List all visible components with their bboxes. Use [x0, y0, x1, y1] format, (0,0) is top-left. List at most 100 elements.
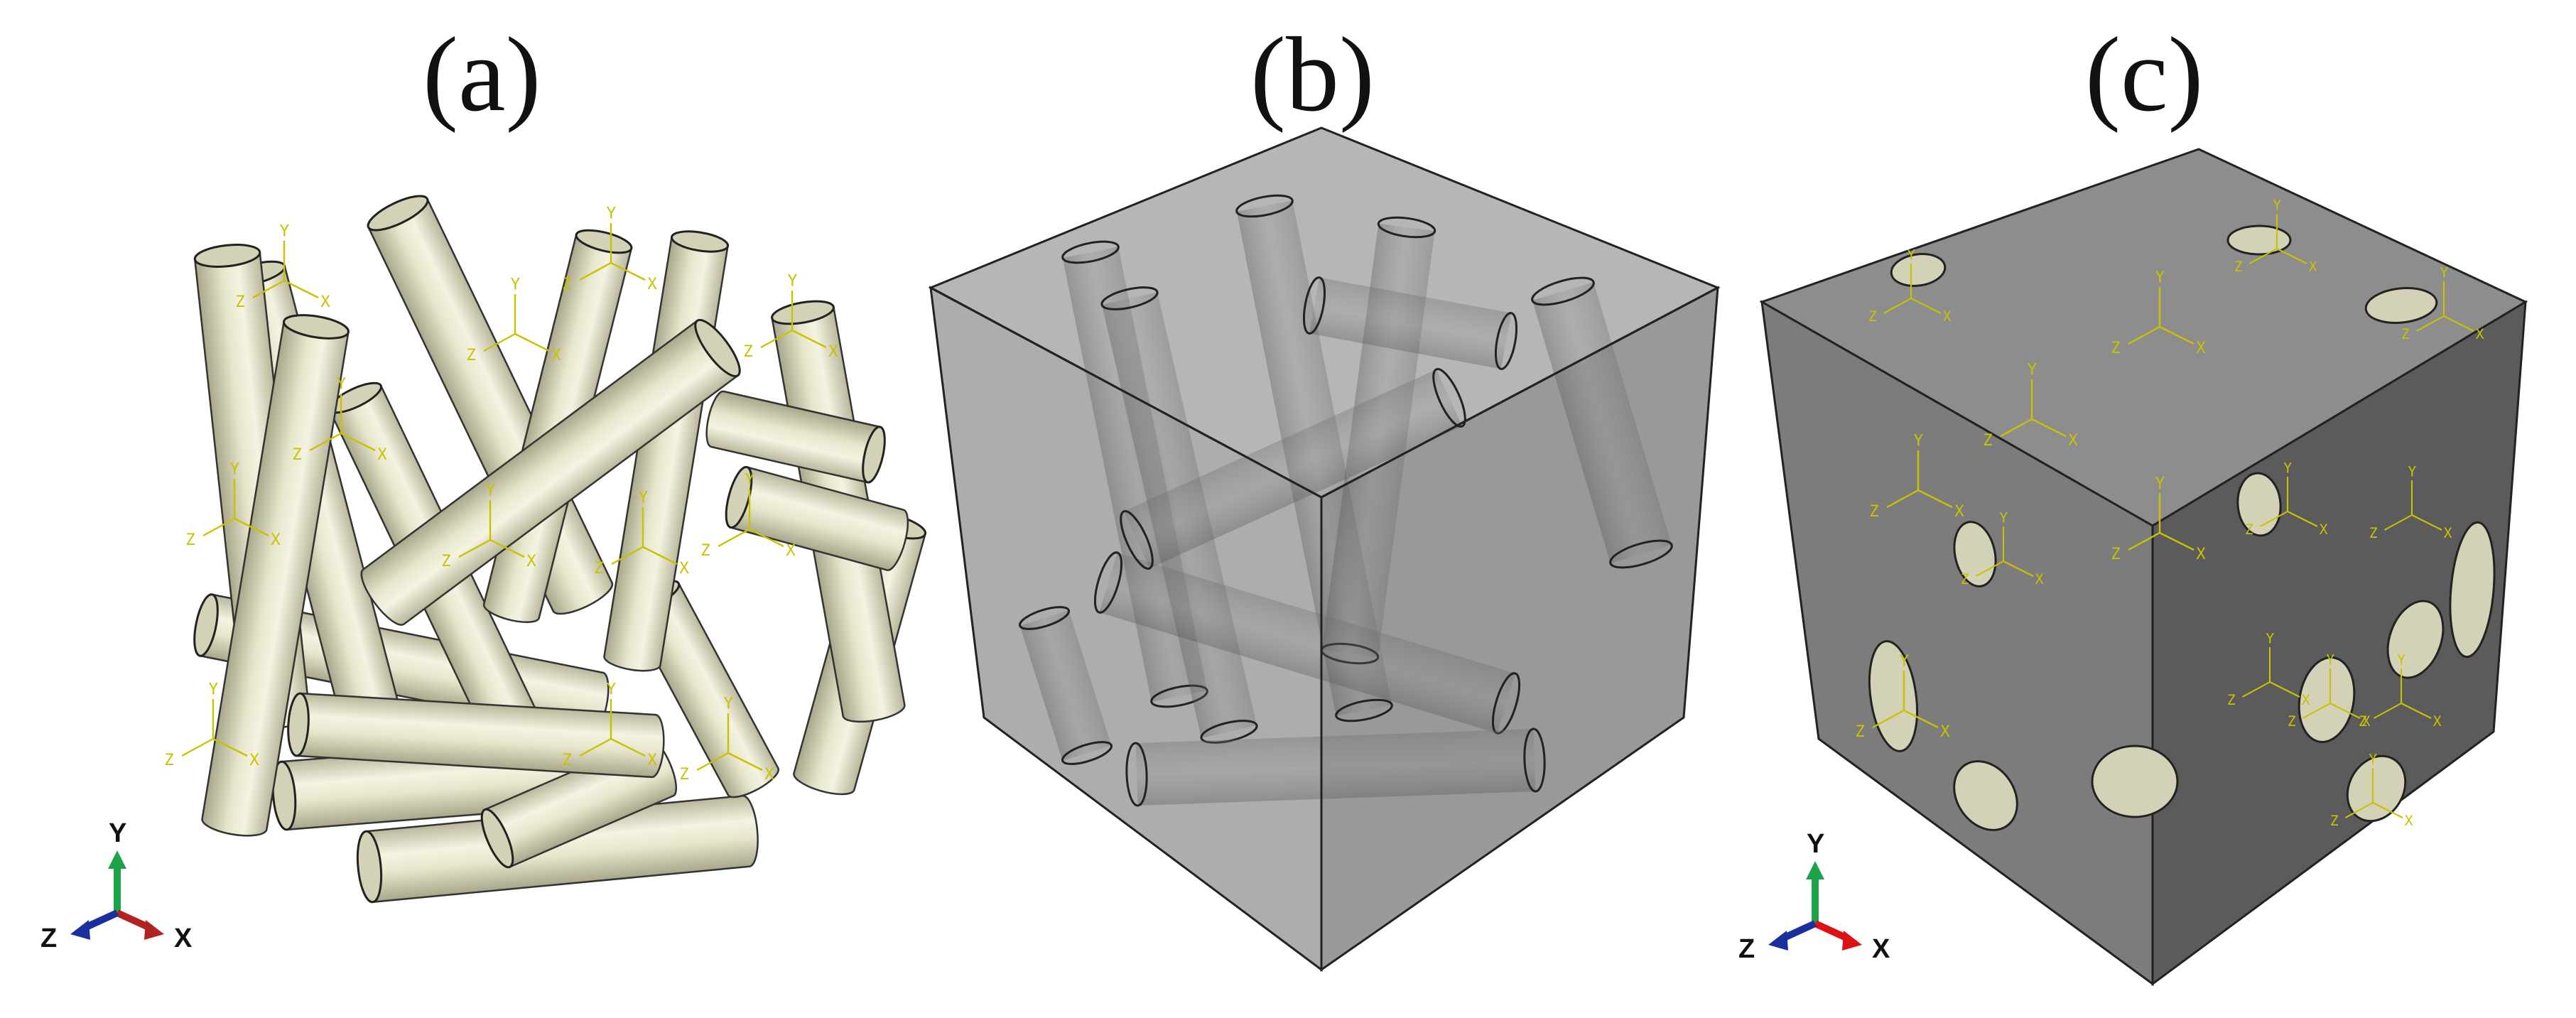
panel-label-a: (a) — [423, 16, 541, 134]
csys-label-x: X — [320, 293, 330, 311]
local-csys-icon: YXZ — [292, 375, 387, 464]
local-csys-icon: YXZ — [164, 681, 259, 769]
local-csys-icon: YXZ — [2330, 751, 2413, 829]
csys-label-z: Z — [1868, 308, 1877, 325]
csys-label-z: Z — [1961, 571, 1969, 587]
csys-label-y: Y — [1900, 652, 1910, 671]
csys-label-y: Y — [2408, 463, 2416, 480]
csys-label-y: Y — [2028, 361, 2037, 379]
csys-label-y: Y — [230, 460, 240, 479]
csys-label-z: Z — [441, 552, 450, 570]
local-csys-icon: YXZ — [2234, 197, 2317, 275]
fiber-end — [1100, 286, 1159, 310]
csys-label-y: Y — [788, 272, 798, 291]
csys-label-y: Y — [607, 205, 617, 223]
csys-label-x: X — [551, 346, 561, 364]
csys-label-x: X — [647, 751, 657, 769]
csys-label-y: Y — [280, 222, 290, 241]
csys-label-z: Z — [562, 275, 571, 293]
fiber-cylinder — [1125, 727, 1546, 807]
fiber-end — [193, 244, 261, 268]
cube-b-top-left-edge — [930, 286, 1322, 499]
local-csys-icon: YXZ — [2401, 264, 2484, 342]
csys-label-x: X — [1943, 308, 1952, 325]
csys-label-z: Z — [2234, 259, 2243, 275]
csys-label-y: Y — [486, 482, 496, 500]
csys-label-y: Y — [607, 681, 617, 699]
local-csys-icon: YXZ — [2288, 651, 2371, 730]
csys-label-z: Z — [743, 342, 752, 361]
fiber-end — [670, 230, 730, 253]
csys-label-z: Z — [2359, 713, 2367, 730]
csys-label-x: X — [2433, 713, 2442, 730]
local-csys-icon: YXZ — [2359, 651, 2442, 730]
triad-a: Y X Z — [40, 818, 193, 953]
csys-label-y: Y — [1907, 247, 1915, 263]
csys-label-x: X — [377, 445, 387, 464]
fiber-body — [364, 794, 759, 904]
csys-label-y: Y — [209, 681, 219, 699]
fiber-body — [1309, 277, 1512, 369]
panel-label-c: (c) — [2085, 16, 2204, 134]
csys-label-x: X — [764, 765, 774, 784]
fiber-end — [1061, 240, 1120, 264]
fiber-body — [1135, 729, 1536, 806]
fiber-end — [271, 760, 297, 831]
csys-label-z: Z — [2330, 813, 2339, 829]
fiber-end — [694, 318, 741, 378]
fiber-cross-section — [2226, 224, 2292, 256]
fiber-body — [729, 466, 909, 571]
csys-label-x: X — [2362, 713, 2371, 730]
triad-label-z: Z — [1738, 934, 1755, 964]
fiber-cross-section — [1953, 521, 1997, 587]
triad-z-arrow-icon — [70, 920, 90, 940]
fiber-cylinder — [1302, 276, 1518, 370]
fiber-end — [1432, 368, 1466, 428]
local-csys-icon: YXZ — [743, 272, 838, 361]
fiber-cross-section — [1890, 253, 1947, 287]
triad-label-x: X — [1872, 934, 1890, 964]
csys-label-z: Z — [1983, 431, 1992, 450]
fiber-end — [193, 593, 219, 657]
fiber-body — [1532, 282, 1672, 563]
cube-c-right-face — [2151, 300, 2527, 986]
local-csys-icon: YXZ — [2227, 630, 2310, 708]
local-csys-icon: YXZ — [594, 489, 689, 578]
csys-label-y: Y — [2369, 751, 2377, 767]
fiber-cross-section — [2091, 744, 2179, 818]
fiber-end — [1335, 698, 1393, 722]
local-csys-icon: YXZ — [466, 276, 561, 364]
fiber-cross-section — [1868, 640, 1918, 752]
csys-label-x: X — [526, 552, 536, 570]
fiber-cylinder — [287, 692, 665, 779]
triad-label-y: Y — [109, 818, 126, 848]
fiber-end — [1235, 194, 1294, 218]
csys-label-x: X — [2196, 545, 2206, 563]
fiber-cross-section — [2298, 656, 2356, 743]
csys-label-y: Y — [1914, 432, 1924, 450]
fiber-end — [367, 195, 429, 232]
csys-label-y: Y — [511, 276, 521, 294]
csys-label-z: Z — [2369, 525, 2378, 541]
triad-y-arrow-icon — [108, 850, 126, 869]
csys-label-z: Z — [700, 541, 710, 560]
local-csys-icon: YXZ — [2369, 463, 2452, 541]
fiber-end — [1018, 606, 1071, 630]
csys-label-x: X — [2068, 431, 2078, 450]
csys-label-z: Z — [1869, 502, 1878, 521]
fiber-cylinder — [1120, 368, 1466, 570]
fiber-end — [1494, 312, 1518, 370]
fiber-cylinder — [1018, 606, 1113, 765]
csys-label-x: X — [271, 531, 281, 549]
cube-b-top-right-edge — [1321, 286, 1719, 499]
csys-label-y: Y — [2155, 475, 2165, 493]
fiber-cylinder — [360, 318, 741, 626]
fiber-end — [356, 830, 383, 904]
panel-a-fiber-bundle — [193, 195, 927, 904]
local-csys-icon: YXZ — [2245, 460, 2328, 538]
fiber-end — [1302, 276, 1326, 335]
fiber-cylinder — [705, 390, 886, 484]
fiber-end — [725, 465, 753, 529]
fiber-cross-section — [2449, 521, 2496, 659]
